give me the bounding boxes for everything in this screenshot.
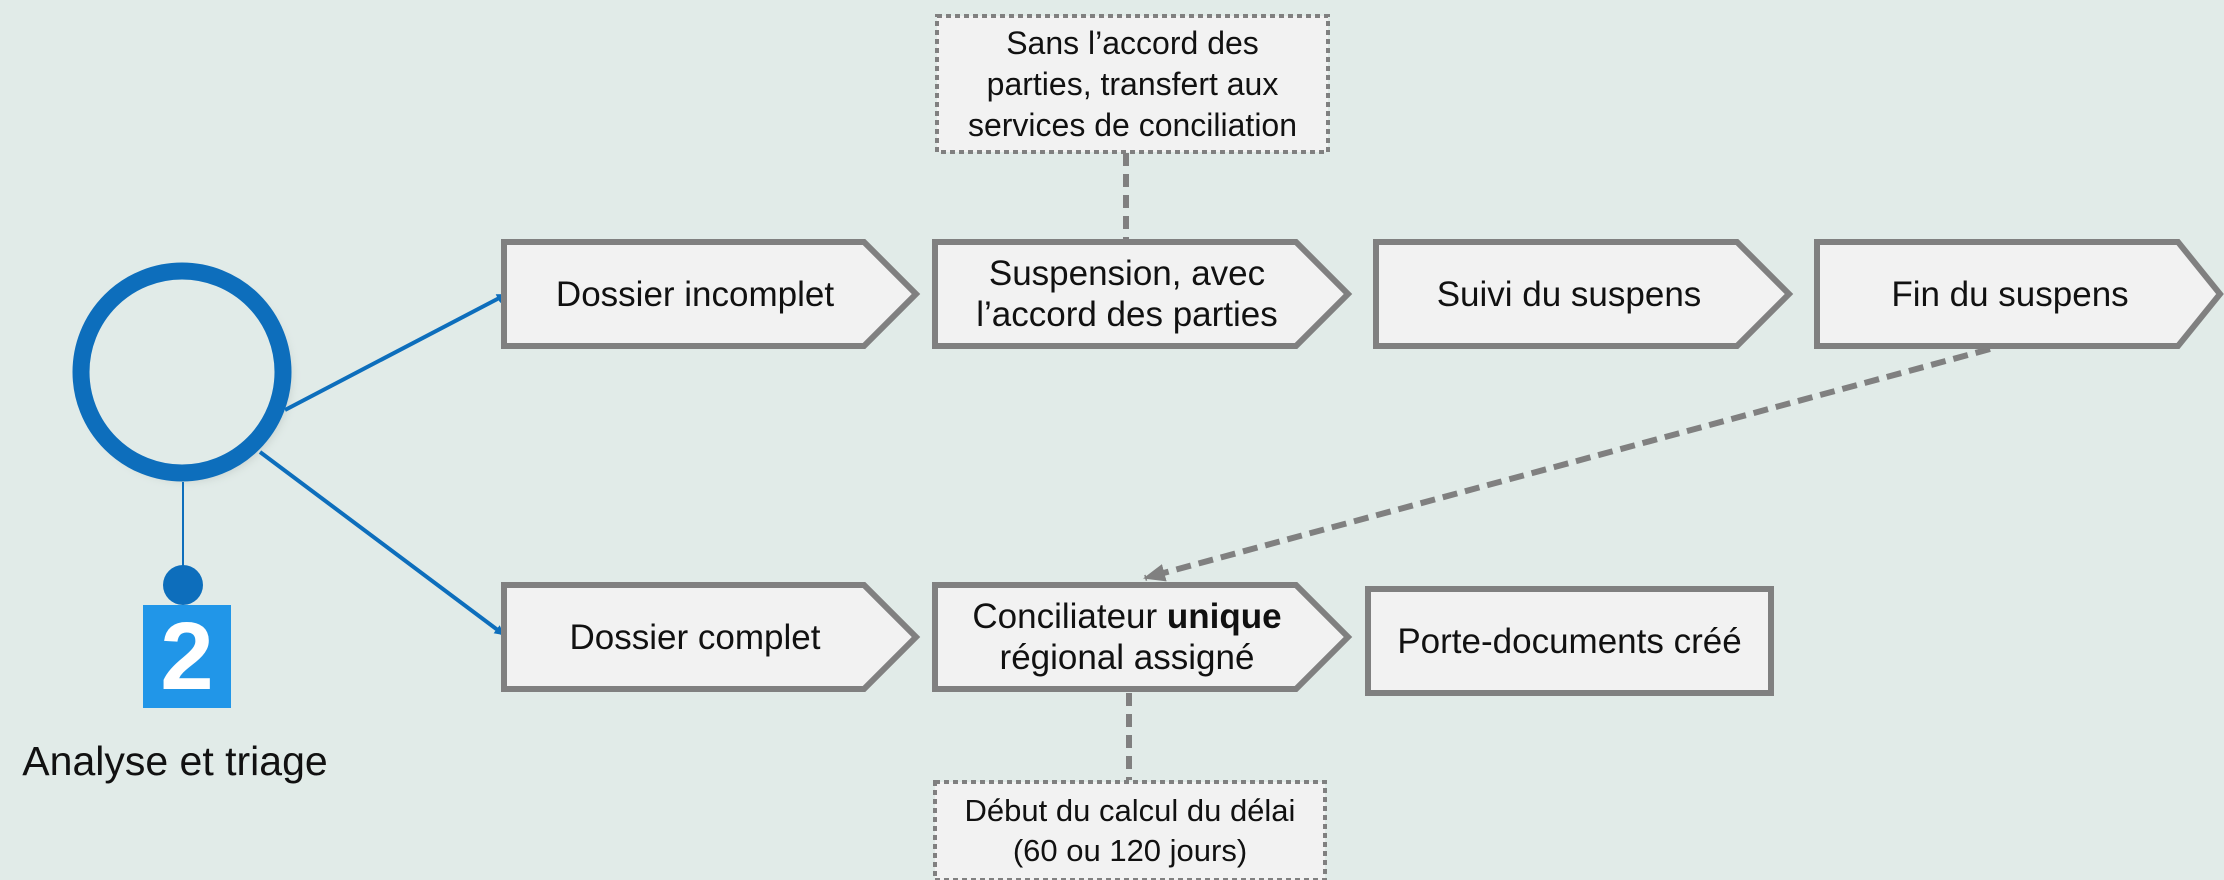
node-suspension-line2: l’accord des parties [976, 295, 1278, 334]
node-conciliateur-shape [932, 582, 1353, 692]
node-porte-label: Porte-documents créé [1397, 621, 1742, 661]
node-porte-shape [1365, 586, 1774, 696]
node-suivi-du-suspens: Suivi du suspens [1384, 245, 1754, 343]
note-bottom-line2: (60 ou 120 jours) [1012, 833, 1248, 868]
note-top-line1: Sans l’accord des [1006, 24, 1259, 61]
person-marker-icon [163, 482, 203, 605]
node-conciliateur-line2: régional assigné [999, 638, 1255, 677]
node-porte-documents: Porte-documents créé [1371, 592, 1768, 690]
node-suivi-shape [1373, 239, 1794, 349]
note-bottom-line1: Début du calcul du délai [964, 793, 1296, 828]
node-conciliateur-line1: Conciliateur unique [972, 596, 1281, 637]
node-suspension-shape [932, 239, 1353, 349]
note-top-line2: parties, transfert aux [986, 65, 1279, 102]
node-incomplete-shape [501, 239, 921, 349]
circle-ring-icon [72, 262, 292, 482]
step-number-badge: 2 [143, 605, 231, 708]
node-suivi-label: Suivi du suspens [1436, 274, 1702, 314]
note-top-box [935, 14, 1330, 154]
node-fin-shape [1814, 239, 2224, 349]
node-suspension-line1: Suspension, avec [988, 254, 1266, 293]
node-conciliateur-pre: Conciliateur [972, 597, 1167, 636]
node-conciliateur: Conciliateur unique régional assigné [942, 588, 1312, 686]
node-dossier-complet-label: Dossier complet [569, 617, 821, 657]
node-suspension: Suspension, avec l’accord des parties [942, 245, 1312, 343]
node-fin-du-suspens: Fin du suspens [1825, 245, 2195, 343]
node-dossier-incomplet-label: Dossier incomplet [555, 274, 835, 314]
note-top: Sans l’accord des parties, transfert aux… [939, 19, 1326, 149]
node-dossier-complet: Dossier complet [510, 588, 880, 686]
node-fin-label: Fin du suspens [1891, 274, 2129, 314]
node-complete-shape [501, 582, 921, 692]
connector-to-complete [258, 450, 505, 636]
node-conciliateur-bold: unique [1166, 597, 1282, 636]
note-bottom: Début du calcul du délai (60 ou 120 jour… [937, 785, 1323, 877]
node-dossier-incomplet: Dossier incomplet [510, 245, 880, 343]
connector-loop-back [1143, 346, 1991, 582]
note-top-line3: services de conciliation [967, 106, 1298, 143]
step-caption: Analyse et triage [22, 738, 328, 784]
note-bottom-box [933, 780, 1327, 880]
connector-to-incomplete [284, 293, 507, 412]
